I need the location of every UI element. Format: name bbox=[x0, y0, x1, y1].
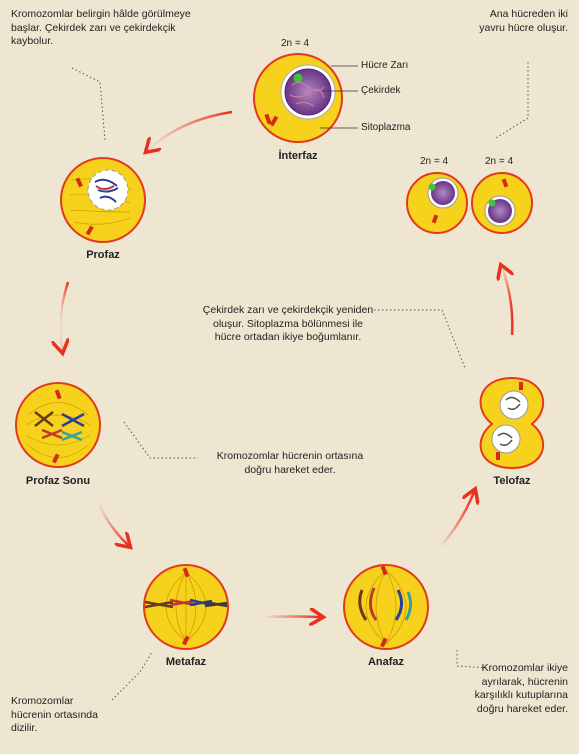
profaz-note: Kromozomlar belirgin hâlde görülmeye baş… bbox=[11, 8, 191, 47]
metafaz-cell bbox=[143, 564, 229, 650]
daughter-note: Ana hücreden iki yavru hücre oluşur. bbox=[479, 8, 568, 34]
interfaz-cell bbox=[253, 53, 343, 143]
arrow-telofaz-to-daughters bbox=[502, 268, 512, 336]
centrosome-icon bbox=[182, 567, 190, 646]
anafaz-cell bbox=[343, 564, 429, 650]
daughter-cell-right bbox=[471, 172, 533, 234]
arrow-anafaz-to-telofaz bbox=[439, 492, 474, 548]
profaz-sonu-cell bbox=[15, 382, 101, 468]
part-label-sitoplazma: Sitoplazma bbox=[361, 122, 411, 133]
chromosome-count-interfaz: 2n = 4 bbox=[281, 38, 310, 49]
part-label-hucre-zari: Hücre Zarı bbox=[361, 60, 409, 71]
arrow-profaz-to-profaz-sonu bbox=[60, 281, 68, 350]
arrow-metafaz-to-anafaz bbox=[261, 617, 320, 618]
chromosome-count-daughter-right: 2n = 4 bbox=[485, 156, 514, 167]
arrow-interfaz-to-profaz bbox=[148, 110, 233, 150]
centrosome-icon bbox=[496, 382, 523, 460]
stage-label-interfaz: İnterfaz bbox=[278, 150, 318, 162]
profaz-cell bbox=[60, 157, 146, 243]
centrosome-icon bbox=[264, 113, 279, 127]
prometa-note: Kromozomlar hücrenin ortasına doğru hare… bbox=[216, 450, 364, 476]
stage-label-profaz-sonu: Profaz Sonu bbox=[25, 475, 91, 487]
centrosome-icon bbox=[380, 565, 388, 648]
stage-label-profaz: Profaz bbox=[86, 249, 120, 261]
centrosome-icon bbox=[75, 177, 94, 236]
stage-label-metafaz: Metafaz bbox=[165, 656, 207, 668]
arrow-profaz-sonu-to-metafaz bbox=[96, 502, 128, 545]
stage-label-anafaz: Anafaz bbox=[367, 656, 405, 668]
part-label-cekirdek: Çekirdek bbox=[361, 85, 401, 96]
stage-label-telofaz: Telofaz bbox=[493, 475, 531, 487]
anafaz-note: Kromozomlar ikiye ayrılarak, hücrenin ka… bbox=[474, 662, 568, 715]
chromosome-count-daughter-left: 2n = 4 bbox=[420, 156, 449, 167]
daughter-cell-left bbox=[406, 172, 468, 234]
centrosome-icon bbox=[52, 389, 62, 464]
telofaz-cell bbox=[479, 376, 545, 470]
nucleolus-icon bbox=[293, 73, 303, 83]
metafaz-note: Kromozomlar hücrenin ortasında dizilir. bbox=[11, 695, 98, 734]
telofaz-note: Çekirdek zarı ve çekirdekçik yeniden olu… bbox=[202, 304, 374, 343]
